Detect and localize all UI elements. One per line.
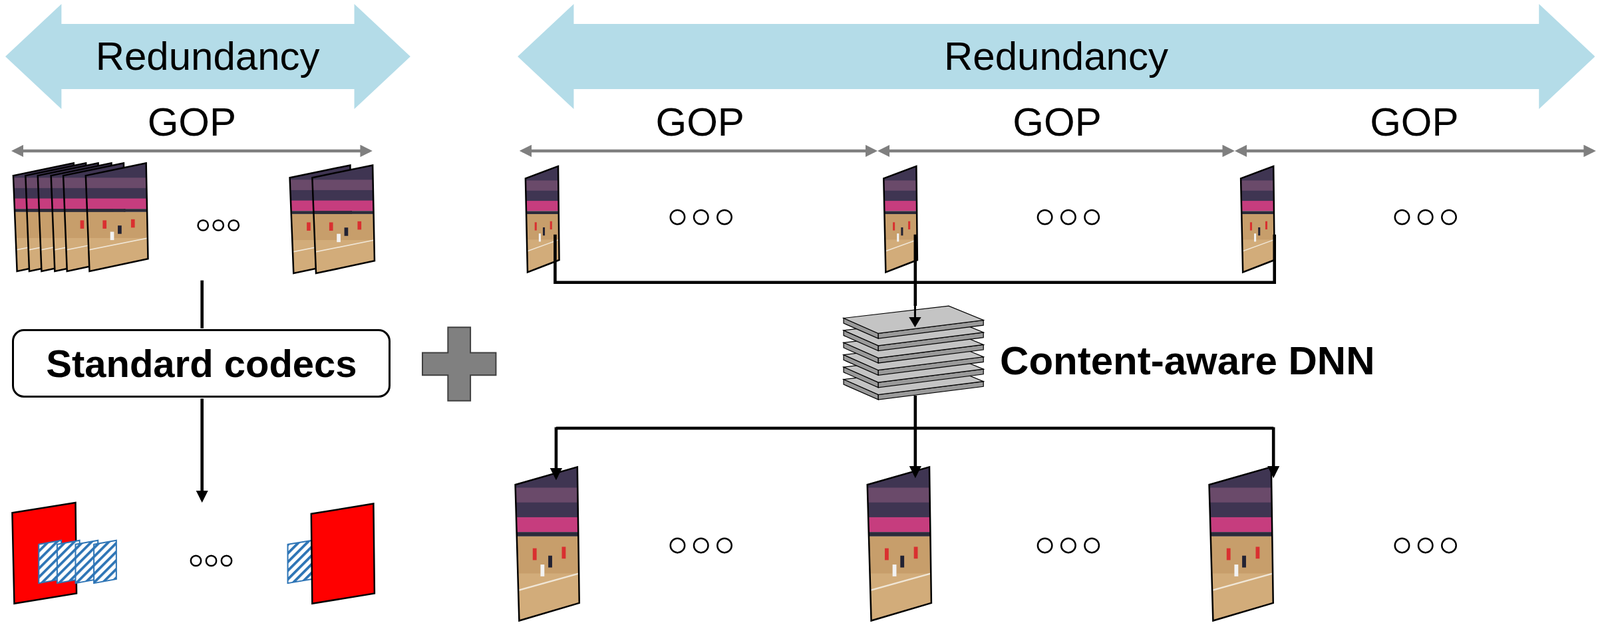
dnn-label: Content-aware DNN xyxy=(999,341,1375,382)
layer-top xyxy=(843,306,984,334)
band-shape xyxy=(517,3,1596,110)
flow-line xyxy=(914,395,918,429)
flow-arrow xyxy=(554,427,559,478)
flow-arrow xyxy=(914,427,918,476)
flow-arrow xyxy=(1272,427,1276,476)
dnn-layer xyxy=(843,306,984,339)
dnn-stack: Content-aware DNN xyxy=(841,304,1382,406)
gop-arrow xyxy=(1238,149,1594,154)
gop-label: GOP xyxy=(1369,102,1459,143)
band-label: Redundancy xyxy=(95,36,320,77)
enhanced-frames xyxy=(515,467,1288,625)
video-frames xyxy=(13,162,388,282)
flow-arrow xyxy=(914,304,917,320)
gop-label: GOP xyxy=(1012,102,1102,143)
band-label: Redundancy xyxy=(944,36,1169,77)
encoded-frames xyxy=(11,502,374,605)
flow-line xyxy=(200,280,204,329)
plus-sign xyxy=(422,327,496,401)
gop-arrow xyxy=(880,149,1233,154)
band-shape xyxy=(5,3,411,110)
key-frames xyxy=(525,166,1282,281)
box-label: Standard codecs xyxy=(45,344,357,384)
flow-arrow xyxy=(200,399,204,501)
gop-label: GOP xyxy=(147,102,237,143)
flow-line xyxy=(914,234,918,307)
gop-label: GOP xyxy=(655,102,745,143)
gop-arrows xyxy=(13,149,1593,154)
arrow-head xyxy=(909,317,922,328)
redundancy-band: Redundancy xyxy=(5,3,411,110)
dnn-layers xyxy=(841,304,987,406)
gop-arrow xyxy=(522,149,875,154)
gop-arrow xyxy=(13,149,370,154)
redundancy-band: Redundancy xyxy=(517,3,1596,110)
process-box: Standard codecs xyxy=(11,329,391,398)
